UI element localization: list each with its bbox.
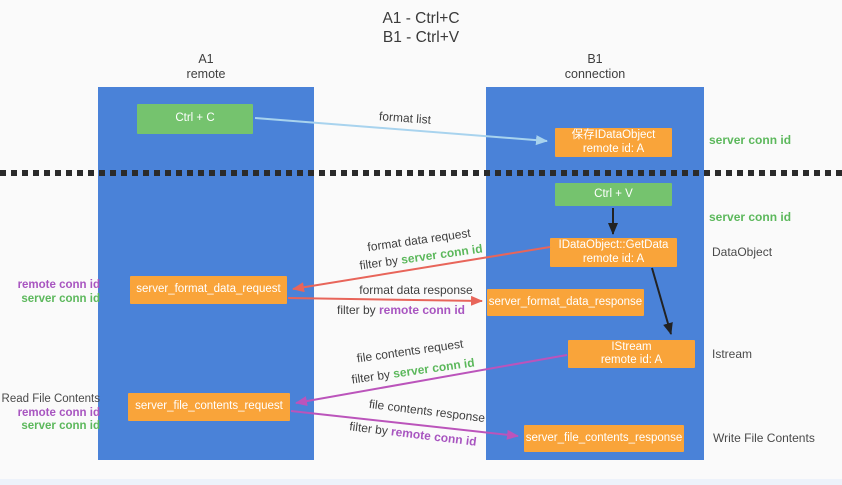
- lane-a1-name: A1: [198, 52, 214, 66]
- annotation-server-conn-id-top: server conn id: [709, 133, 792, 147]
- save-idataobject-line2: remote id: A: [582, 142, 645, 155]
- remote-conn-id-text: remote conn id: [390, 424, 478, 449]
- annotation-remote-conn-id-bottom: remote conn id: [17, 406, 100, 419]
- idataobject-getdata-box: IDataObject::GetData remote id: A: [550, 238, 677, 267]
- server-file-contents-response-label: server_file_contents_response: [525, 431, 683, 444]
- bottom-edge-strip: [0, 479, 842, 485]
- annotation-server-conn-id-mid: server conn id: [709, 210, 792, 224]
- title-line-1: A1 - Ctrl+C: [382, 10, 460, 27]
- server-format-data-response-label: server_format_data_response: [488, 295, 643, 308]
- istream-box: IStream remote id: A: [568, 340, 695, 368]
- save-idataobject-line1: 保存IDataObject: [571, 129, 656, 141]
- istream-line2: remote id: A: [600, 354, 663, 366]
- getdata-line2: remote id: A: [582, 252, 645, 265]
- getdata-line1: IDataObject::GetData: [558, 239, 669, 251]
- diagram-title: A1 - Ctrl+C B1 - Ctrl+V: [0, 9, 842, 47]
- annotation-stack-mid: remote conn id server conn id: [0, 279, 100, 306]
- filter-by-text: filter by: [350, 366, 395, 387]
- ctrl-v-box: Ctrl + V: [555, 183, 672, 206]
- edge-label-filter-by-remote-conn-id-1: filter by remote conn id: [337, 303, 465, 317]
- server-format-data-request-box: server_format_data_request: [130, 276, 287, 304]
- filter-by-text: filter by: [358, 252, 403, 273]
- ctrl-c-box: Ctrl + C: [137, 104, 253, 134]
- annotation-read-file-contents: Read File Contents: [1, 393, 100, 405]
- lane-a1-header: A1 remote: [98, 52, 314, 82]
- edge-label-format-list: format list: [378, 109, 432, 127]
- session-divider-dotted-line: [0, 170, 842, 176]
- arrow-format-data-response: [287, 295, 483, 306]
- annotation-server-conn-id-left-bottom: server conn id: [21, 420, 100, 432]
- title-line-2: B1 - Ctrl+V: [382, 29, 460, 46]
- filter-by-text: filter by: [336, 303, 379, 317]
- lane-b1-name: B1: [587, 52, 603, 66]
- remote-conn-id-text: remote conn id: [379, 303, 466, 317]
- lane-b1-header: B1 connection: [486, 52, 704, 82]
- server-file-contents-response-box: server_file_contents_response: [524, 425, 684, 452]
- edge-label-file-contents-response: file contents response: [368, 396, 486, 426]
- annotation-server-conn-id-left-mid: server conn id: [21, 292, 100, 305]
- annotation-dataobject: DataObject: [712, 245, 773, 259]
- annotation-write-file-contents: Write File Contents: [713, 431, 815, 445]
- annotation-remote-conn-id-mid: remote conn id: [17, 279, 100, 291]
- istream-line1: IStream: [611, 340, 652, 353]
- server-conn-id-text: server conn id: [392, 355, 476, 381]
- save-idataobject-box: 保存IDataObject remote id: A: [555, 128, 672, 157]
- ctrl-c-label: Ctrl + C: [175, 112, 215, 125]
- edge-label-format-data-response: format data response: [359, 283, 473, 297]
- filter-by-text: filter by: [348, 419, 393, 439]
- server-format-data-response-box: server_format_data_response: [487, 289, 644, 316]
- annotation-stack-bottom: Read File Contents remote conn id server…: [0, 393, 100, 434]
- edge-label-filter-by-remote-conn-id-2: filter by remote conn id: [349, 419, 478, 448]
- server-file-contents-request-label: server_file_contents_request: [135, 400, 283, 413]
- lane-b1-subtitle: connection: [564, 67, 626, 81]
- lane-a1-subtitle: remote: [186, 67, 226, 81]
- server-file-contents-request-box: server_file_contents_request: [128, 393, 290, 421]
- annotation-istream: Istream: [712, 347, 753, 361]
- ctrl-v-label: Ctrl + V: [594, 187, 633, 200]
- server-format-data-request-label: server_format_data_request: [136, 283, 281, 296]
